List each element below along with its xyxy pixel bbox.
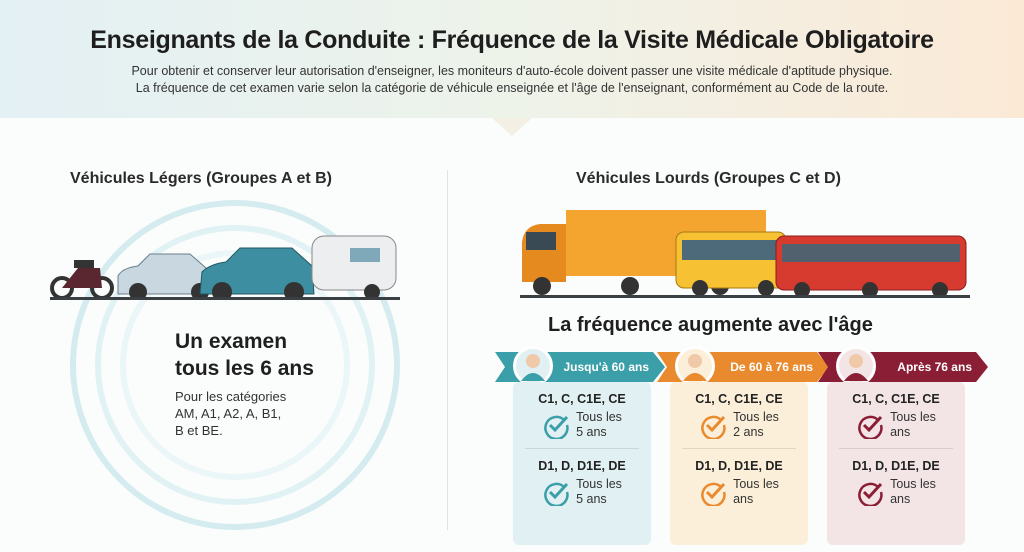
light-vehicles-illustration <box>50 235 397 300</box>
decor-ring <box>95 225 375 505</box>
c-frequency-line2: 2 ans <box>733 425 764 439</box>
d-frequency-line2: ans <box>890 492 911 506</box>
c-categories: C1, C, C1E, CE <box>538 392 626 406</box>
light-frequency: Un examen tous les 6 ans <box>175 328 314 382</box>
d-frequency-line1: Tous les <box>890 477 936 491</box>
check-circle-icon <box>701 482 726 506</box>
c-frequency-line2: ans <box>890 425 911 439</box>
heavy-vehicles-title: Véhicules Lourds (Groupes C et D) <box>576 170 841 187</box>
frequency-title: La fréquence augmente avec l'âge <box>548 314 873 336</box>
decor-ring <box>70 200 400 530</box>
d-frequency-line2: 5 ans <box>576 492 607 506</box>
heavy-vehicles-illustration <box>522 210 967 298</box>
d-categories: D1, D, D1E, DE <box>852 459 940 473</box>
intro-line-2: La fréquence de cet examen varie selon l… <box>135 81 889 95</box>
c-frequency-line1: Tous les <box>890 410 936 424</box>
instructor-avatar <box>675 346 715 386</box>
intro-line-1: Pour obtenir et conserver leur autorisat… <box>131 64 893 78</box>
c-frequency-line1: Tous les <box>733 410 779 424</box>
instructor-avatar <box>513 346 553 386</box>
check-circle-icon <box>701 415 726 439</box>
c-categories: C1, C, C1E, CE <box>852 392 940 406</box>
caravan-icon <box>311 235 397 300</box>
c-categories: C1, C, C1E, CE <box>695 392 783 406</box>
d-frequency-line1: Tous les <box>733 477 779 491</box>
light-vehicles-title: Véhicules Légers (Groupes A et B) <box>70 170 332 187</box>
row-divider <box>839 448 953 449</box>
d-frequency-line2: ans <box>733 492 754 506</box>
check-circle-icon <box>858 482 883 506</box>
header: Enseignants de la Conduite : Fréquence d… <box>0 0 1024 118</box>
d-categories: D1, D, D1E, DE <box>538 459 626 473</box>
motorcycle-icon <box>50 260 114 300</box>
road-line <box>50 297 400 300</box>
bus-icon <box>675 231 787 296</box>
check-circle-icon <box>858 415 883 439</box>
row-divider <box>525 448 639 449</box>
age-label: Après 76 ans <box>897 360 972 374</box>
light-frequency-line2: tous les 6 ans <box>175 357 314 380</box>
age-label: De 60 à 76 ans <box>730 360 813 374</box>
d-categories: D1, D, D1E, DE <box>695 459 783 473</box>
categories-line3: B et BE. <box>175 423 223 438</box>
c-frequency-line1: Tous les <box>576 410 622 424</box>
articulated-bus-icon <box>775 235 967 298</box>
check-circle-icon <box>544 415 569 439</box>
road-line <box>520 295 970 298</box>
row-divider <box>682 448 796 449</box>
column-divider <box>447 170 448 530</box>
light-frequency-line1: Un examen <box>175 330 288 353</box>
categories-line2: AM, A1, A2, A, B1, <box>175 406 282 421</box>
page-title: Enseignants de la Conduite : Fréquence d… <box>90 26 934 54</box>
check-circle-icon <box>544 482 569 506</box>
person-icon <box>844 354 868 381</box>
person-icon <box>521 354 545 381</box>
suv-icon <box>199 247 315 300</box>
categories-line1: Pour les catégories <box>175 389 287 404</box>
instructor-avatar <box>836 346 876 386</box>
header-pointer <box>492 118 532 136</box>
d-frequency-line1: Tous les <box>576 477 622 491</box>
age-label: Jusqu'à 60 ans <box>563 360 649 374</box>
c-frequency-line2: 5 ans <box>576 425 607 439</box>
person-icon <box>683 354 707 381</box>
